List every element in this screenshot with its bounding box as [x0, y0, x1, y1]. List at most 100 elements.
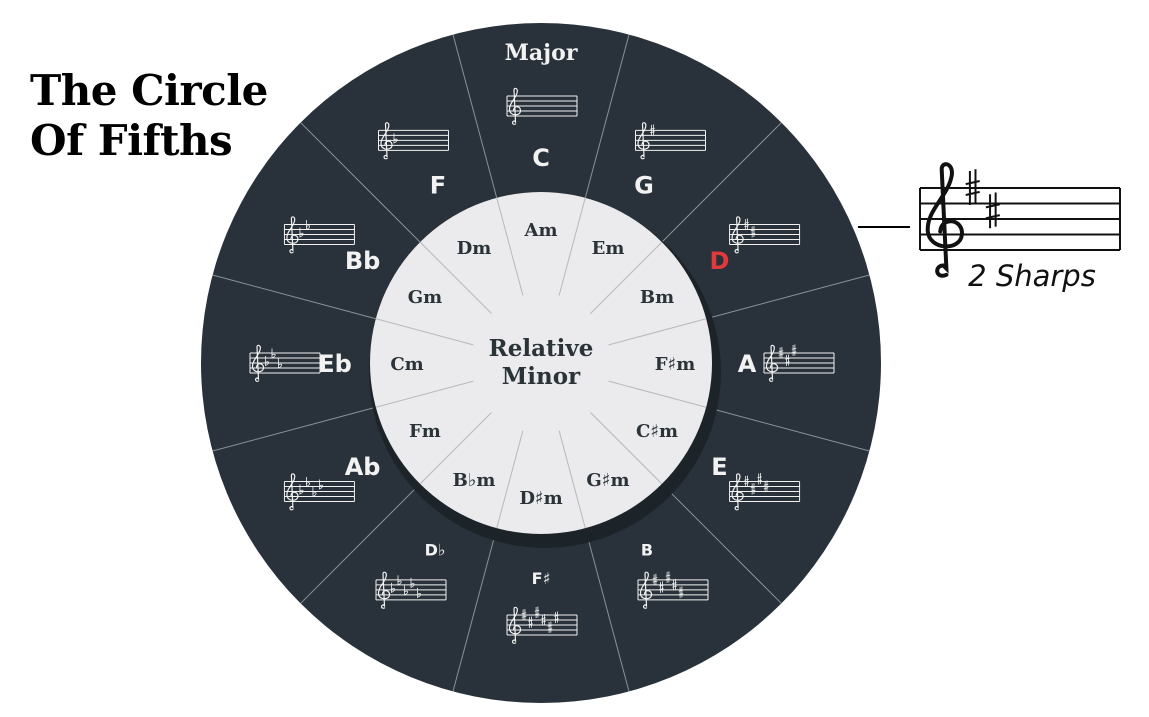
inner-segment-divider	[608, 380, 707, 408]
major-key-label: D	[709, 247, 729, 275]
minor-key-label: Fm	[409, 421, 441, 442]
inner-segment-divider	[496, 430, 524, 529]
major-key-label: F♯	[532, 569, 551, 588]
title-line-1: The Circle	[30, 66, 268, 115]
treble-clef-icon	[508, 606, 522, 644]
sharp-icon	[791, 344, 797, 356]
sharp-icon	[785, 354, 790, 366]
treble-clef-icon	[377, 571, 391, 609]
segment-divider	[661, 483, 782, 604]
flat-icon	[410, 577, 415, 589]
treble-clef-icon	[639, 571, 653, 609]
sharp-icon	[528, 616, 533, 628]
minor-key-label: Em	[592, 238, 625, 259]
flat-icon	[278, 358, 283, 369]
segment-divider	[300, 122, 421, 243]
sharp-icon	[763, 480, 769, 492]
inner-segment-divider	[375, 380, 474, 408]
segment-divider	[212, 406, 376, 452]
segment-divider	[212, 274, 376, 320]
flat-icon	[299, 484, 304, 495]
sharp-icon	[521, 608, 527, 621]
major-key-label: B	[641, 541, 653, 560]
page-title: The Circle Of Fifths	[30, 66, 268, 166]
flat-icon	[299, 227, 304, 238]
flat-icon	[265, 356, 270, 367]
flat-icon	[404, 585, 409, 596]
sharp-icon	[965, 169, 980, 206]
segment-divider	[706, 406, 870, 452]
flat-icon	[271, 348, 276, 359]
treble-clef-icon	[925, 162, 964, 278]
flat-icon	[417, 587, 422, 599]
treble-clef-icon	[380, 122, 393, 160]
major-key-label: F	[430, 172, 446, 200]
flat-icon	[393, 133, 398, 144]
inner-segment-divider	[496, 197, 524, 296]
inner-segment-divider	[590, 241, 663, 314]
minor-key-label: G♯m	[586, 470, 629, 491]
minor-key-label: Am	[523, 220, 557, 241]
flat-icon	[391, 582, 396, 594]
inner-segment-divider	[419, 241, 492, 314]
sharp-icon	[541, 613, 546, 626]
major-key-label: Eb	[318, 350, 352, 378]
segment-divider	[452, 528, 498, 692]
sharp-icon	[554, 611, 559, 623]
treble-clef-icon	[508, 87, 522, 125]
key-segment-D: D Bm	[640, 216, 801, 308]
treble-clef-icon	[286, 473, 299, 511]
treble-clef-icon	[286, 216, 299, 254]
major-key-label: G	[634, 172, 654, 200]
segment-divider	[706, 274, 870, 320]
minor-key-label: F♯m	[655, 354, 696, 375]
sharp-icon	[744, 218, 749, 230]
flat-icon	[319, 479, 324, 490]
segment-divider	[584, 34, 630, 198]
sharp-icon	[665, 571, 671, 583]
minor-key-label: B♭m	[453, 470, 496, 491]
inner-segment-divider	[375, 318, 474, 346]
major-key-label: A	[738, 350, 757, 378]
key-segment-F♯: F♯D♯m	[506, 488, 578, 644]
inner-segment-divider	[608, 318, 707, 346]
segment-dividers	[212, 34, 870, 692]
key-segment-Ab: Ab Fm	[283, 421, 441, 511]
minor-key-label: C♯m	[636, 421, 678, 442]
treble-clef-icon	[731, 473, 744, 511]
sharp-icon	[778, 346, 784, 359]
inner-segment-divider	[558, 197, 586, 296]
minor-key-label: Bm	[640, 287, 674, 308]
treble-clef-icon	[637, 122, 650, 160]
major-key-label: Ab	[345, 453, 381, 481]
major-ring-label: Major	[505, 40, 578, 66]
title-line-2: Of Fifths	[30, 116, 233, 165]
sharp-icon	[659, 581, 664, 593]
sharp-icon	[652, 573, 658, 586]
major-key-label: D♭	[425, 541, 446, 560]
minor-key-label: Dm	[457, 238, 492, 259]
major-key-label: C	[532, 144, 550, 172]
key-segment-F: F Dm	[378, 122, 492, 259]
segment-divider	[452, 34, 498, 198]
minor-key-label: Gm	[408, 287, 442, 308]
sharp-icon	[678, 586, 684, 598]
segment-divider	[584, 528, 630, 692]
inner-segment-divider	[419, 412, 492, 485]
sharp-icon	[650, 124, 655, 136]
major-key-label: E	[711, 453, 727, 481]
callout-label: 2 Sharps	[968, 259, 1096, 293]
inner-segment-divider	[590, 412, 663, 485]
flat-icon	[312, 487, 317, 498]
flat-icon	[306, 220, 311, 231]
key-segment-E: E C♯m	[636, 421, 801, 511]
flat-icon	[306, 477, 311, 488]
inner-dividers	[375, 197, 707, 529]
treble-clef-icon	[251, 344, 265, 382]
sharp-icon	[547, 621, 553, 633]
inner-segment-divider	[558, 430, 586, 529]
center-label-line-1: Relative	[489, 335, 594, 362]
sharp-icon	[757, 472, 762, 485]
